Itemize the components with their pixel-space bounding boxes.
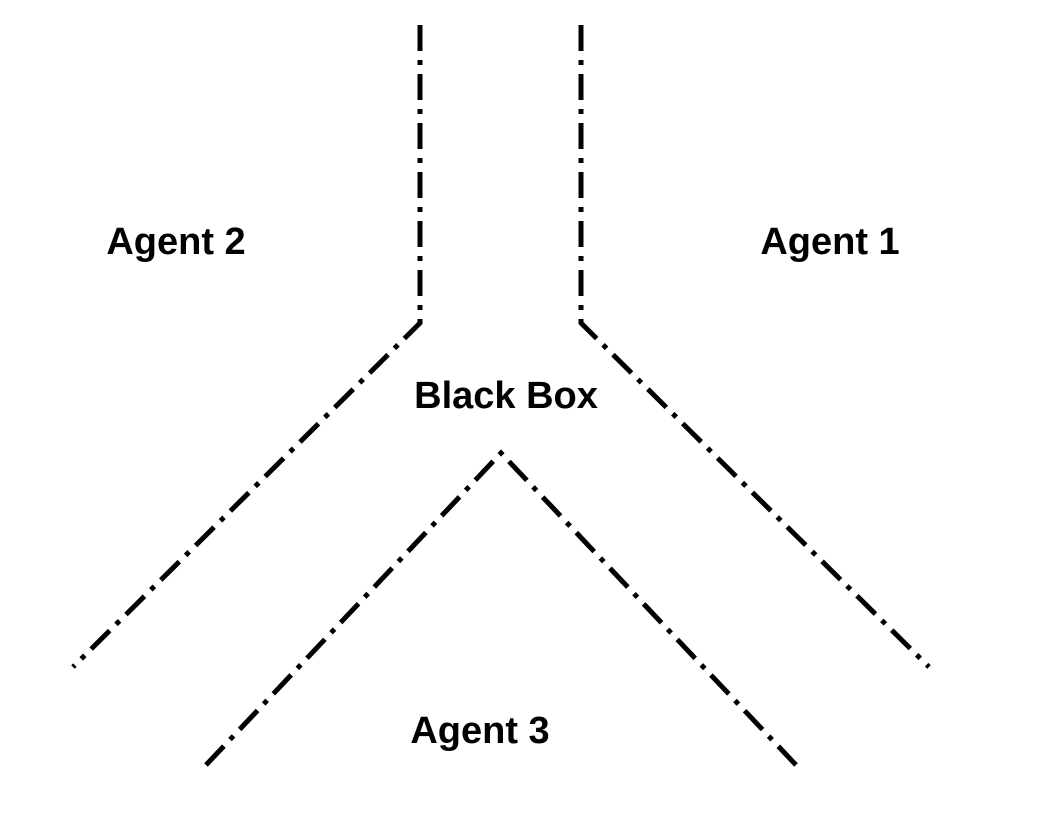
boundary-agent1-blackbox	[578, 25, 931, 669]
boundary-agent2-blackbox	[71, 25, 423, 669]
boundary-agent3-blackbox	[204, 449, 798, 767]
label-agent-2: Agent 2	[106, 221, 245, 263]
label-agent-3: Agent 3	[410, 710, 549, 752]
label-black-box: Black Box	[414, 375, 598, 417]
label-agent-1: Agent 1	[760, 221, 899, 263]
